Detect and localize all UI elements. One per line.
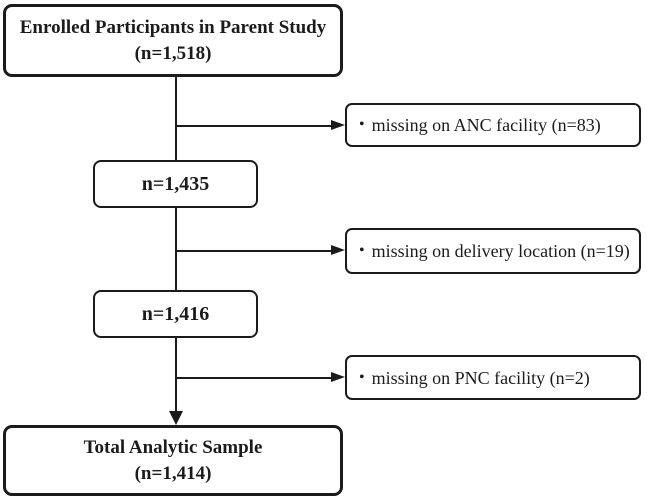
node-excluded-missing-anc: • missing on ANC facility (n=83): [345, 103, 641, 147]
node-excluded-missing-delivery: • missing on delivery location (n=19): [345, 228, 641, 274]
arrowhead-down-total-sample-icon: [168, 411, 183, 425]
node-enrolled-count: (n=1,518): [134, 42, 212, 64]
arrowhead-right-missing-delivery-icon: [331, 245, 345, 255]
node-enrolled-title: Enrolled Participants in Parent Study: [19, 16, 327, 38]
sample-after-delivery-count: n=1,416: [141, 303, 210, 325]
node-total-analytic-sample: Total Analytic Sample (n=1,414): [3, 425, 343, 496]
excluded-missing-pnc-label: missing on PNC facility (n=2): [371, 367, 590, 388]
total-sample-count: (n=1,414): [134, 462, 212, 484]
connector-enrolled-to-n1435: [175, 77, 177, 160]
total-sample-title: Total Analytic Sample: [83, 436, 263, 458]
connector-n1435-to-n1416: [175, 208, 177, 290]
branch-line-missing-delivery: [176, 250, 333, 252]
branch-line-missing-anc: [176, 125, 333, 127]
sample-after-anc-count: n=1,435: [141, 173, 210, 195]
excluded-missing-delivery-label: missing on delivery location (n=19): [371, 241, 630, 261]
arrowhead-right-missing-anc-icon: [331, 120, 345, 130]
excluded-missing-anc-label: missing on ANC facility (n=83): [371, 115, 601, 135]
node-sample-after-delivery: n=1,416: [93, 290, 258, 338]
bullet-icon: •: [359, 242, 365, 259]
bullet-icon: •: [359, 368, 365, 386]
arrowhead-right-missing-pnc-icon: [331, 372, 345, 382]
node-enrolled-participants: Enrolled Participants in Parent Study (n…: [3, 4, 343, 77]
branch-line-missing-pnc: [176, 377, 333, 379]
node-sample-after-anc: n=1,435: [93, 160, 258, 208]
bullet-icon: •: [359, 116, 365, 133]
node-excluded-missing-pnc: • missing on PNC facility (n=2): [345, 355, 641, 400]
connector-n1416-to-total: [175, 338, 177, 414]
